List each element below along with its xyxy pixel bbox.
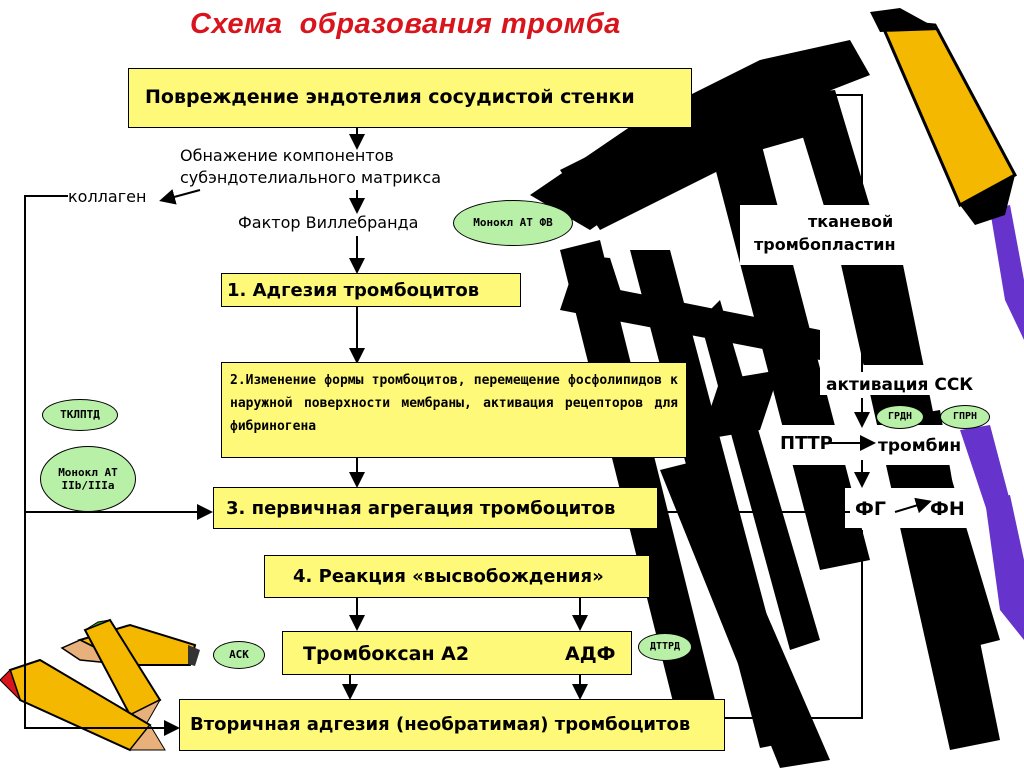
box-adhesion: 1. Адгезия тромбоцитов [221, 273, 521, 307]
label-fn: ФН [930, 498, 965, 520]
box-release-reaction-text: 4. Реакция «высвобождения» [293, 566, 604, 587]
box-shape-change: 2.Изменение формы тромбоцитов, перемещен… [221, 362, 687, 458]
box-adp-text: АДФ [565, 643, 616, 665]
brush-stroke [575, 255, 630, 322]
oval-mab-vwf: Монокл АТ ФВ [453, 200, 573, 246]
arrow-to-collagen [159, 189, 201, 205]
label-exposure-line1: Обнажение компонентов [180, 146, 394, 165]
box-thromboxane-adp: Тромбоксан А2 АДФ [282, 631, 632, 675]
box-release-reaction: 4. Реакция «высвобождения» [264, 555, 650, 598]
oval-gprn: ГПРН [940, 405, 990, 429]
oval-grdn-text: ГРДН [887, 411, 913, 422]
box-secondary-adhesion-text: Вторичная адгезия (необратимая) тромбоци… [190, 714, 691, 735]
label-ssk-activation: активация ССК [826, 375, 974, 395]
oval-mab-vwf-text: Монокл АТ ФВ [473, 216, 553, 230]
purple-stroke [985, 495, 1024, 640]
label-collagen: коллаген [68, 187, 147, 206]
oval-tklptd-text: ТКЛПТД [60, 408, 100, 422]
label-tissue-line2: тромбопластин [754, 235, 896, 254]
brush-stroke [880, 410, 990, 710]
pencil-top-right [870, 8, 1018, 225]
label-exposure-line2: субэндотелиального матрикса [180, 168, 442, 187]
box-endothelium-damage-text: Повреждение эндотелия сосудистой стенки [145, 86, 635, 108]
box-primary-aggregation: 3. первичная агрегация тромбоцитов [213, 487, 658, 529]
box-primary-aggregation-text: 3. первичная агрегация тромбоцитов [226, 498, 616, 519]
arrow-fg-to-fn [894, 497, 932, 514]
diagram-title: Схема образования тромба [190, 8, 621, 40]
label-fg: ФГ [855, 498, 886, 520]
oval-grdn: ГРДН [876, 405, 924, 429]
label-pttr: ПТТР [780, 433, 833, 454]
oval-mab-iib-line2: IIb/IIIa [61, 479, 115, 492]
oval-ask: АСК [213, 641, 265, 669]
brush-stroke [660, 460, 830, 768]
line-damage-right [692, 94, 863, 200]
brush-stroke [560, 280, 820, 360]
brush-stroke [700, 370, 780, 440]
box-adhesion-text: 1. Адгезия тромбоцитов [227, 280, 480, 301]
label-thrombin: тромбин [878, 436, 962, 456]
box-thromboxane-text: Тромбоксан А2 [303, 643, 470, 665]
line-collagen-left [24, 195, 180, 736]
oval-tklptd: ТКЛПТД [42, 399, 118, 431]
oval-mab-iib-line1: Монокл АТ [58, 465, 118, 479]
oval-ask-text: АСК [229, 648, 249, 662]
line-right-to-secondary [725, 530, 863, 719]
oval-mab-iib: Монокл АТ IIb/IIIa [40, 446, 136, 512]
label-von-willebrand: Фактор Виллебранда [238, 213, 419, 232]
brush-stroke [560, 95, 830, 230]
box-endothelium-damage: Повреждение эндотелия сосудистой стенки [128, 68, 692, 128]
box-secondary-adhesion: Вторичная адгезия (необратимая) тромбоци… [179, 699, 725, 751]
label-tissue-line1: тканевой [808, 212, 894, 231]
oval-dtprd: ДТТРД [638, 633, 692, 661]
oval-dtprd-text: ДТТРД [649, 641, 681, 652]
box-shape-change-text: 2.Изменение формы тромбоцитов, перемещен… [230, 373, 678, 434]
purple-stroke [990, 205, 1024, 340]
oval-gprn-text: ГПРН [952, 411, 978, 422]
purple-stroke [960, 425, 1015, 520]
